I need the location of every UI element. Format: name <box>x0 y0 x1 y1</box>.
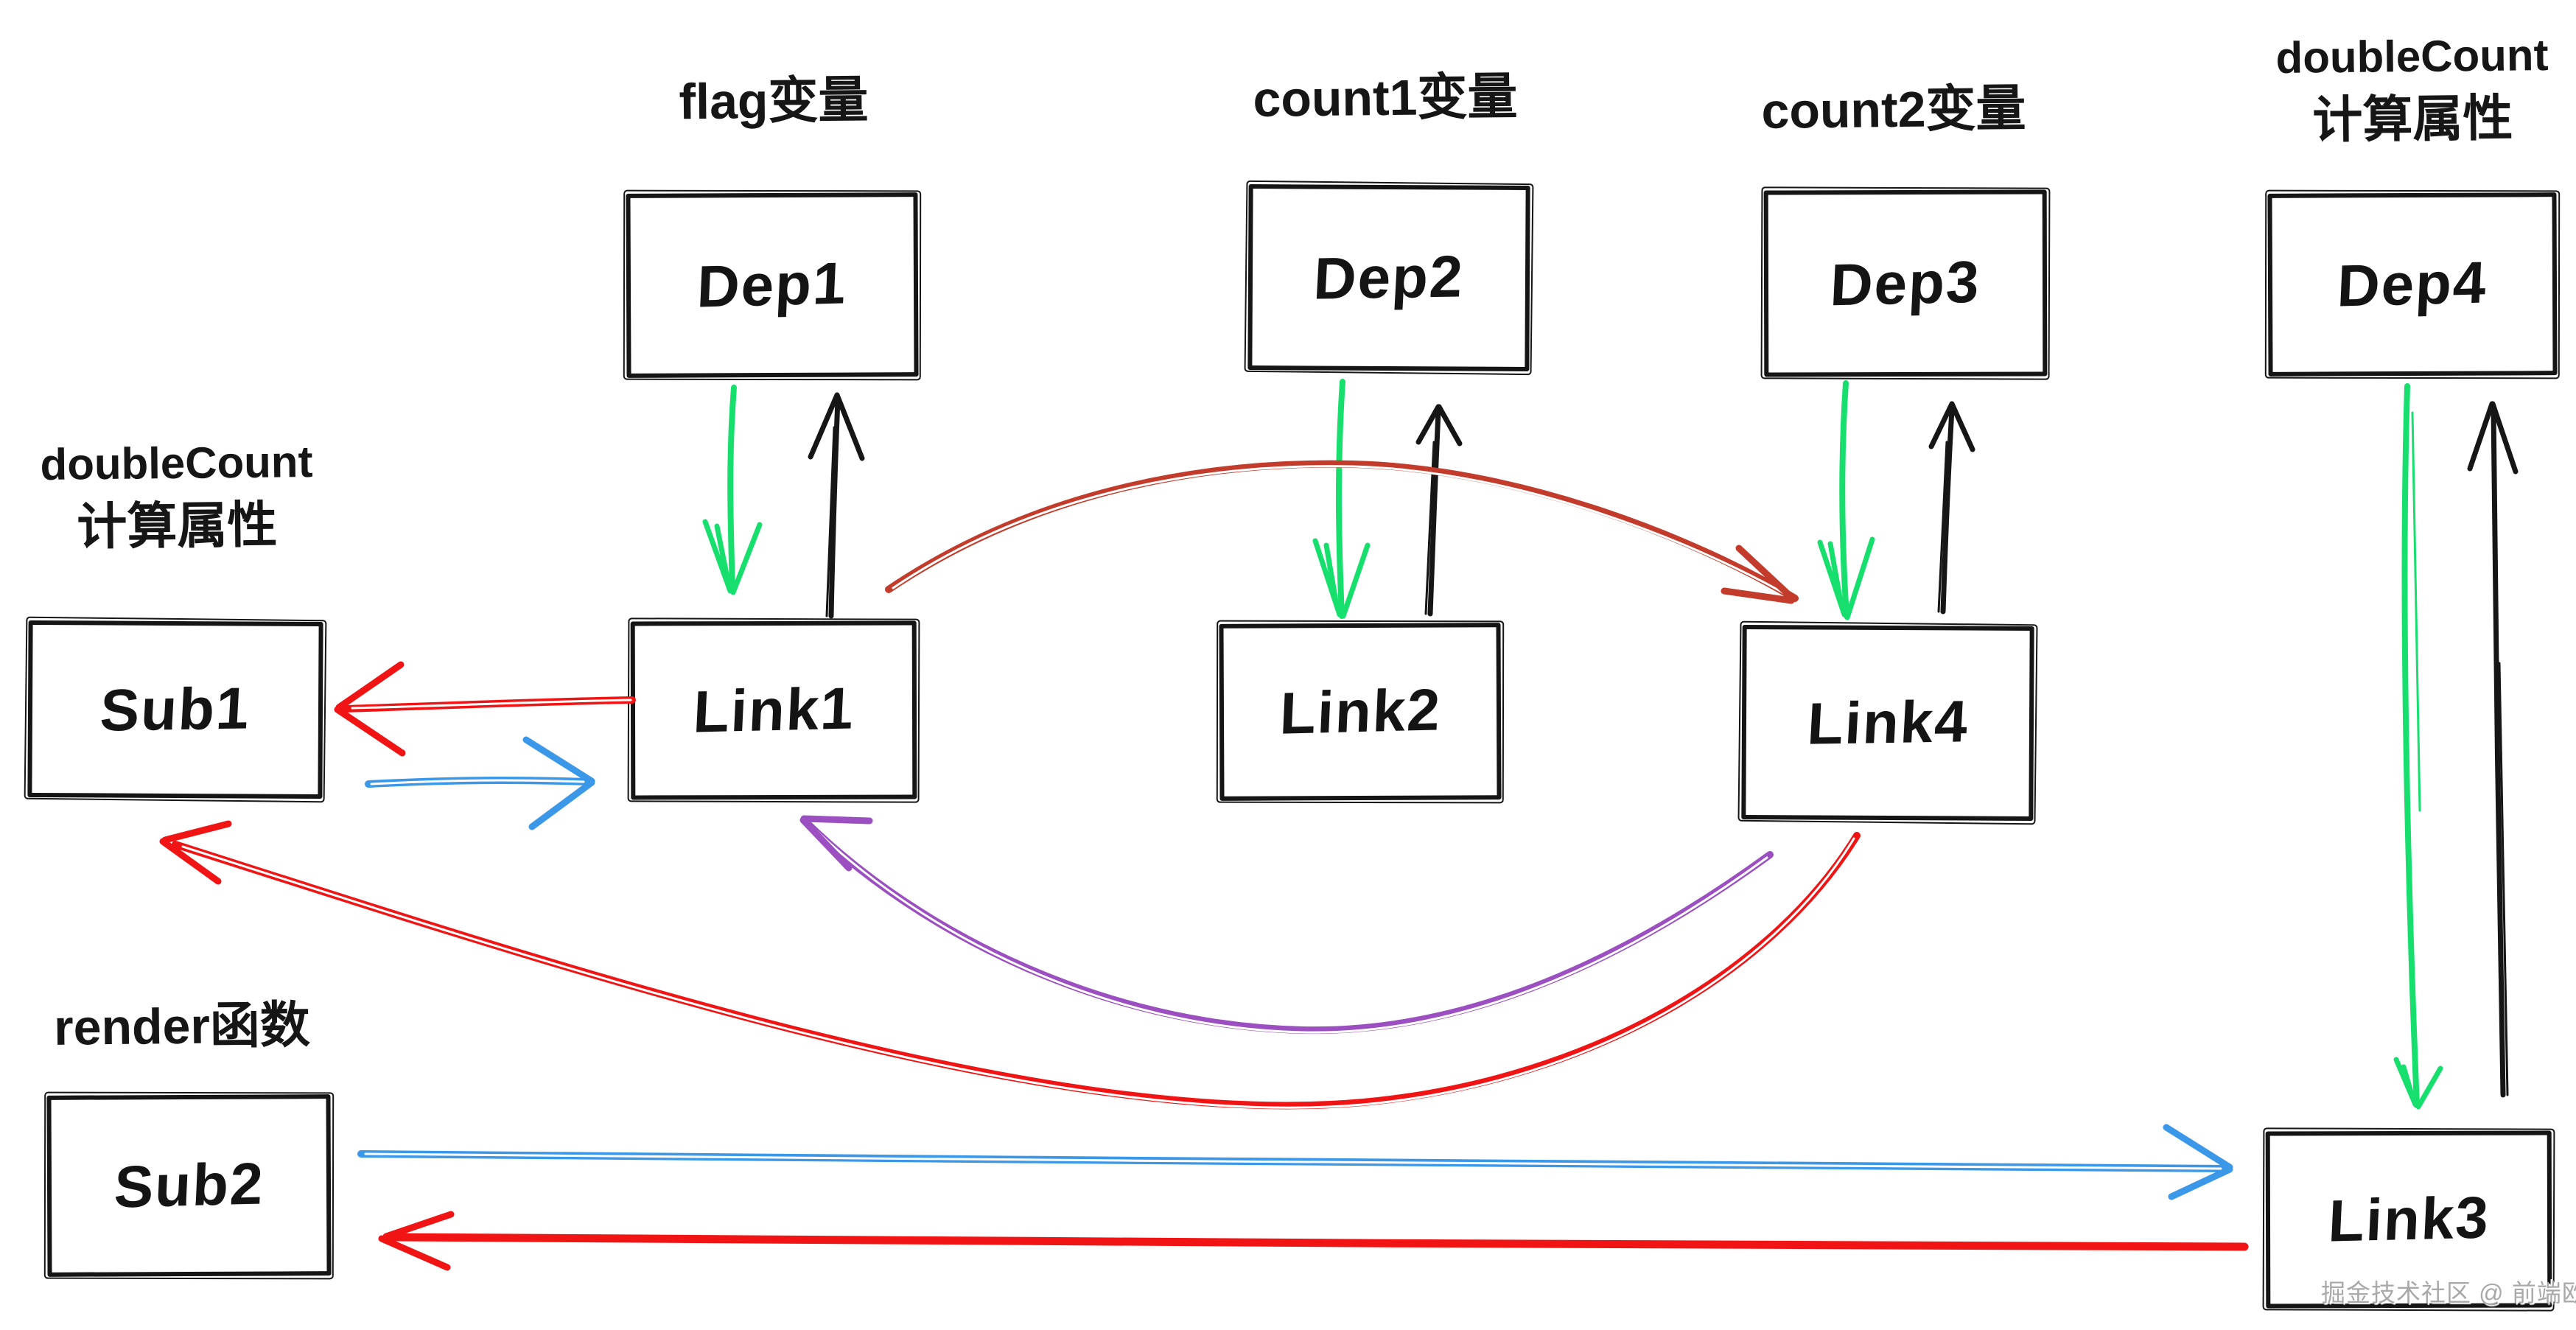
node-label: Sub1 <box>98 675 253 743</box>
arrow-link4-to-sub1 <box>159 820 1861 1110</box>
caption-doublecount-computed-right: doubleCount 计算属性 <box>2275 25 2550 155</box>
arrow-sub2-to-link3 <box>357 1124 2233 1200</box>
node-sub2: Sub2 <box>46 1094 332 1277</box>
watermark: 掘金技术社区 @ 前端欧阳 <box>2321 1279 2576 1306</box>
node-dep1: Dep1 <box>626 192 919 378</box>
node-label: Dep4 <box>2336 249 2489 319</box>
node-link2: Link2 <box>1219 623 1502 801</box>
node-label: Link1 <box>691 675 856 745</box>
caption-count2-variable: count2变量 <box>1761 75 2027 146</box>
node-label: Dep2 <box>1312 243 1466 312</box>
caption-line-2: 计算属性 <box>2312 90 2513 149</box>
caption-text: count2变量 <box>1761 80 2026 139</box>
node-label: Link2 <box>1278 676 1443 746</box>
caption-text: count1变量 <box>1253 69 1518 127</box>
caption-doublecount-computed-left: doubleCount 计算属性 <box>40 432 314 562</box>
node-label: Link4 <box>1805 688 1970 757</box>
arrow-dep2-to-link2 <box>1312 379 1371 619</box>
arrow-link1-to-link4 <box>885 460 1799 604</box>
node-link1: Link1 <box>630 620 917 800</box>
node-dep2: Dep2 <box>1247 184 1530 371</box>
arrow-link2-to-dep2 <box>1415 404 1463 617</box>
node-label: Dep1 <box>696 250 849 320</box>
node-label: Dep3 <box>1829 248 1982 318</box>
caption-line-1: doubleCount <box>2275 30 2549 83</box>
arrow-link1-to-dep1 <box>808 392 865 619</box>
arrow-sub1-to-link1 <box>365 736 595 830</box>
caption-flag-variable: flag变量 <box>641 66 907 137</box>
node-sub1: Sub1 <box>27 620 323 799</box>
caption-line-2: 计算属性 <box>77 497 278 556</box>
arrow-link4-to-link1 <box>799 815 1774 1035</box>
arrow-link3-to-dep4 <box>2467 401 2519 1098</box>
arrow-dep3-to-link4 <box>1817 380 1875 620</box>
caption-line-1: doubleCount <box>40 437 313 489</box>
node-label: Sub2 <box>112 1150 266 1220</box>
caption-count1-variable: count1变量 <box>1253 63 1519 134</box>
arrow-link4-to-dep3 <box>1928 401 1975 615</box>
node-dep3: Dep3 <box>1763 189 2048 377</box>
node-label: Link3 <box>2326 1184 2491 1254</box>
arrow-link1-to-sub1 <box>334 661 636 757</box>
caption-render-function: render函数 <box>46 992 319 1063</box>
arrow-link3-to-sub2 <box>378 1211 2249 1271</box>
node-dep4: Dep4 <box>2267 192 2558 377</box>
arrow-dep1-to-link1 <box>702 385 763 595</box>
node-link4: Link4 <box>1741 624 2034 822</box>
caption-text: render函数 <box>53 997 311 1056</box>
arrow-dep4-to-link3 <box>2393 383 2443 1110</box>
caption-text: flag变量 <box>679 71 869 130</box>
